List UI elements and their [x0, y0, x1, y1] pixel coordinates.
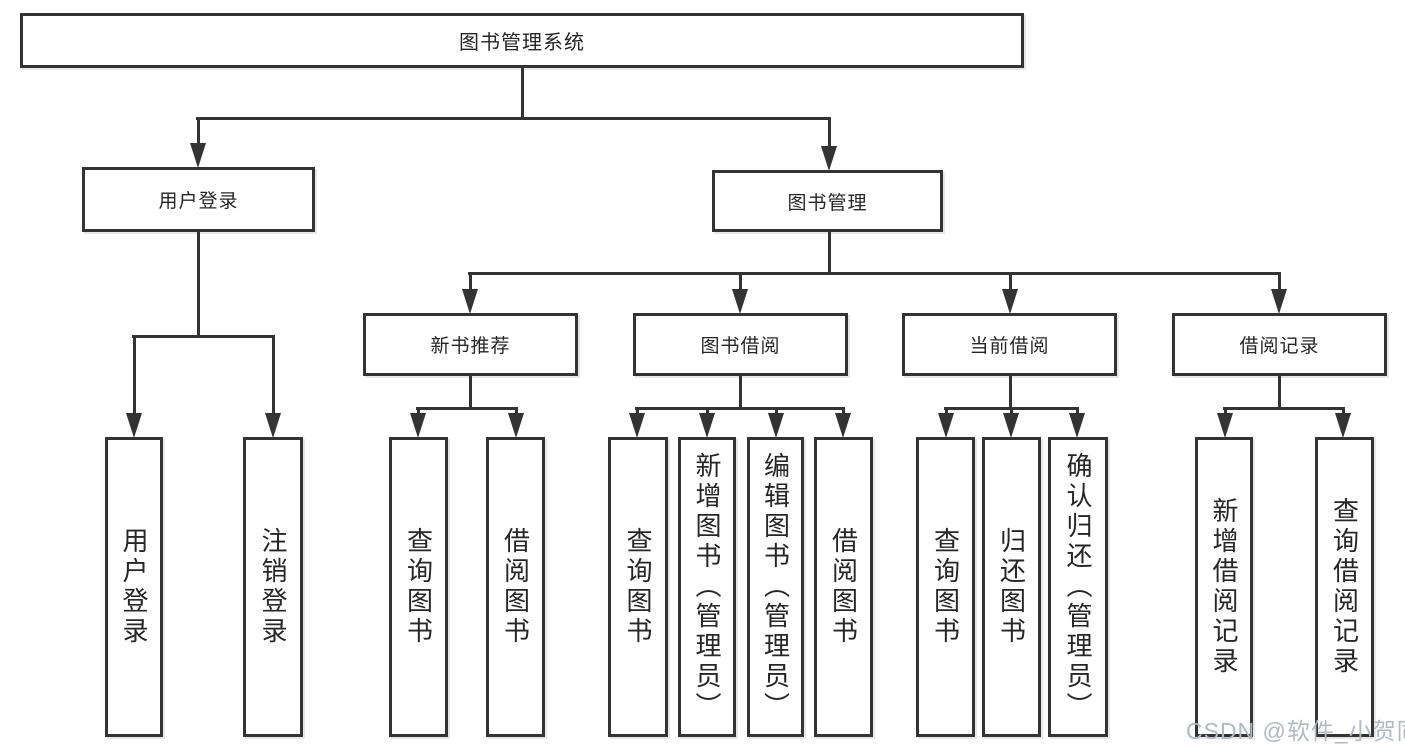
node-library-system-label: 图书管理系统 — [459, 32, 585, 54]
arrowhead-down-icon — [1003, 413, 1019, 438]
leaf-query-books-1-label: 查询图书 — [403, 527, 434, 647]
connector-hline — [635, 407, 844, 410]
connector-vline — [468, 374, 472, 409]
arrowhead-down-icon — [835, 413, 851, 438]
connector-vline — [738, 374, 742, 409]
connector-vline — [196, 232, 200, 337]
leaf-borrow-books-2-label: 借阅图书 — [828, 527, 859, 647]
node-book-management-label: 图书管理 — [787, 192, 868, 214]
arrowhead-down-icon — [410, 413, 426, 438]
connector-vline — [1008, 374, 1012, 409]
arrow-shaft — [132, 335, 136, 416]
arrowhead-down-icon — [732, 289, 748, 314]
node-library-system: 图书管理系统 — [20, 13, 1024, 68]
leaf-borrow-books-1-label: 借阅图书 — [500, 527, 531, 647]
leaf-query-borrow-record: 查询借阅记录 — [1315, 437, 1374, 737]
node-book-management: 图书管理 — [712, 170, 943, 232]
node-user-login-branch: 用户登录 — [82, 167, 315, 232]
arrowhead-down-icon — [1271, 289, 1287, 314]
arrowhead-down-icon — [462, 289, 478, 314]
node-borrowing-records: 借阅记录 — [1172, 313, 1387, 376]
connector-vline — [827, 230, 831, 274]
arrow-shaft — [1341, 407, 1345, 416]
node-new-book-recommend-label: 新书推荐 — [430, 336, 511, 357]
leaf-confirm-return-admin-label: 确认归还（管理员） — [1063, 452, 1093, 722]
arrow-shaft — [705, 407, 709, 416]
watermark-csdn: CSDN @软件_小贺同学 — [1186, 718, 1405, 744]
arrow-shaft — [1223, 407, 1227, 416]
arrowhead-down-icon — [629, 413, 645, 438]
node-current-borrowing: 当前借阅 — [902, 313, 1117, 376]
node-book-borrowing: 图书借阅 — [633, 313, 848, 376]
leaf-return-books-label: 归还图书 — [996, 527, 1027, 647]
leaf-query-books-3: 查询图书 — [916, 437, 975, 737]
arrow-shaft — [1008, 272, 1012, 292]
node-new-book-recommend: 新书推荐 — [363, 313, 578, 376]
arrow-shaft — [1277, 272, 1281, 292]
leaf-add-borrow-record: 新增借阅记录 — [1195, 437, 1253, 737]
arrowhead-down-icon — [190, 143, 206, 168]
connector-hline — [1223, 407, 1345, 410]
node-current-borrowing-label: 当前借阅 — [969, 336, 1050, 357]
leaf-query-books-3-label: 查询图书 — [930, 527, 961, 647]
leaf-add-books-admin: 新增图书（管理员） — [678, 437, 736, 737]
node-book-borrowing-label: 图书借阅 — [700, 336, 781, 357]
node-user-login-branch-label: 用户登录 — [158, 191, 239, 212]
arrowhead-down-icon — [126, 413, 142, 438]
leaf-borrow-books-1: 借阅图书 — [486, 437, 545, 737]
arrow-shaft — [1075, 407, 1079, 416]
connector-vline — [1277, 374, 1281, 409]
leaf-add-borrow-record-label: 新增借阅记录 — [1209, 497, 1239, 677]
leaf-logout: 注销登录 — [243, 437, 303, 737]
arrow-shaft — [827, 117, 831, 149]
leaf-add-books-admin-label: 新增图书（管理员） — [692, 452, 722, 722]
arrow-shaft — [774, 407, 778, 416]
arrow-shaft — [416, 407, 420, 416]
connector-hline — [468, 272, 1281, 275]
arrow-shaft — [514, 407, 518, 416]
leaf-query-borrow-record-label: 查询借阅记录 — [1329, 497, 1360, 677]
arrowhead-down-icon — [938, 413, 954, 438]
arrowhead-down-icon — [699, 413, 715, 438]
connector-vline — [520, 66, 524, 118]
leaf-edit-books-admin: 编辑图书（管理员） — [747, 437, 804, 737]
arrow-shaft — [468, 272, 472, 292]
leaf-user-login: 用户登录 — [105, 437, 163, 737]
leaf-query-books-2: 查询图书 — [608, 437, 668, 737]
arrow-shaft — [271, 335, 275, 416]
arrowhead-down-icon — [1002, 289, 1018, 314]
leaf-borrow-books-2: 借阅图书 — [814, 437, 873, 737]
arrow-shaft — [1009, 407, 1013, 416]
leaf-query-books-1: 查询图书 — [389, 437, 448, 737]
arrowhead-down-icon — [508, 413, 524, 438]
leaf-logout-label: 注销登录 — [258, 527, 288, 647]
connector-hline — [132, 335, 275, 338]
leaf-user-login-label: 用户登录 — [119, 527, 149, 647]
arrowhead-down-icon — [1217, 413, 1233, 438]
leaf-return-books: 归还图书 — [982, 437, 1041, 737]
connector-hline — [196, 117, 831, 120]
arrow-shaft — [944, 407, 948, 416]
arrow-shaft — [738, 272, 742, 292]
arrowhead-down-icon — [1335, 413, 1351, 438]
arrow-shaft — [635, 407, 639, 416]
leaf-confirm-return-admin: 确认归还（管理员） — [1048, 437, 1108, 737]
arrowhead-down-icon — [821, 146, 837, 171]
arrowhead-down-icon — [1069, 413, 1085, 438]
leaf-edit-books-admin-label: 编辑图书（管理员） — [760, 452, 791, 722]
connector-hline — [416, 407, 518, 410]
node-borrowing-records-label: 借阅记录 — [1239, 336, 1320, 357]
arrow-shaft — [841, 407, 845, 416]
arrow-shaft — [196, 117, 200, 146]
arrowhead-down-icon — [265, 413, 281, 438]
arrowhead-down-icon — [768, 413, 784, 438]
leaf-query-books-2-label: 查询图书 — [623, 527, 653, 647]
